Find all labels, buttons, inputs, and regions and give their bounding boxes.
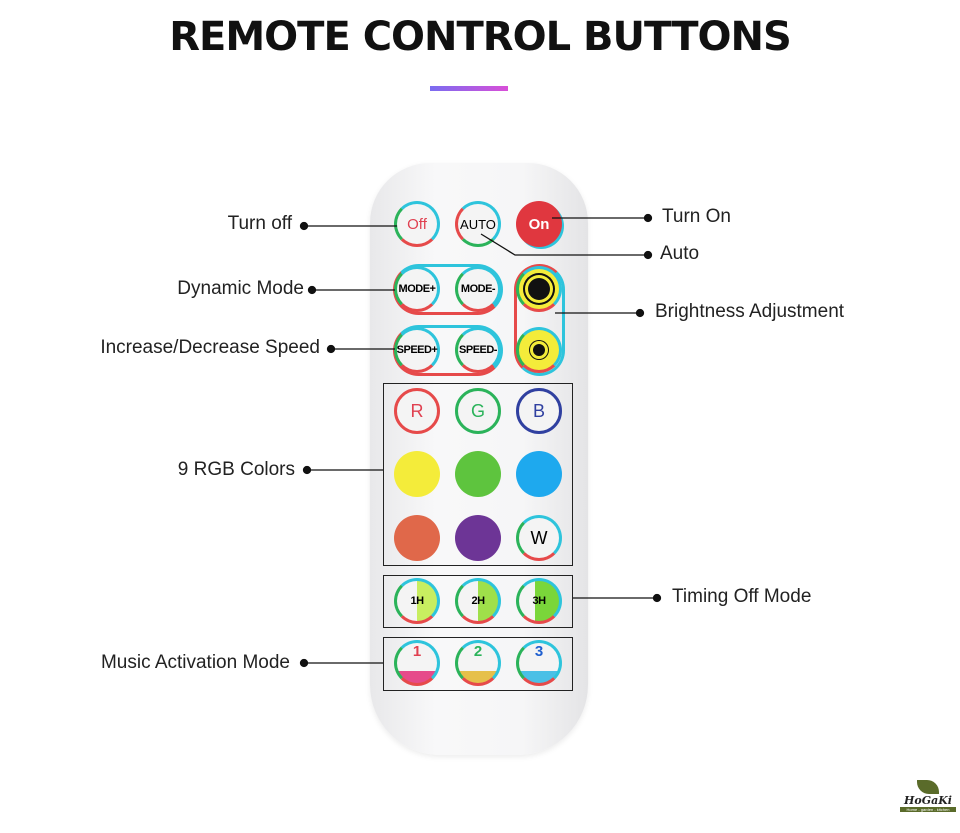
sun-small-icon	[533, 344, 545, 356]
logo-name: HoGaKi	[904, 794, 952, 807]
r-label: R	[410, 400, 424, 421]
mode-minus-button[interactable]: MODE-	[455, 266, 501, 312]
purple-button[interactable]	[455, 515, 501, 561]
auto-label: AUTO	[460, 216, 496, 232]
auto-button[interactable]: AUTO	[455, 201, 501, 247]
label-auto: Auto	[660, 243, 700, 264]
mode-plus-label: MODE+	[398, 283, 436, 295]
label-rgb: 9 RGB Colors	[177, 459, 295, 480]
green-button[interactable]: G	[455, 388, 501, 434]
timing-group-box	[383, 575, 573, 628]
m1-label: 1	[412, 643, 422, 660]
speed-minus-label: SPEED-	[459, 344, 497, 356]
on-button[interactable]: On	[516, 201, 562, 247]
t3-label: 3H	[532, 595, 546, 607]
page-title: REMOTE CONTROL BUTTONS	[169, 14, 792, 60]
orange-button[interactable]	[394, 515, 440, 561]
speed-minus-button[interactable]: SPEED-	[455, 327, 501, 373]
white-button[interactable]: W	[516, 515, 562, 561]
t1-label: 1H	[410, 595, 424, 607]
t2-label: 2H	[471, 595, 485, 607]
m2-label: 2	[473, 643, 483, 660]
timer-2h-button[interactable]: 2H	[455, 578, 501, 624]
sky-blue-button[interactable]	[516, 451, 562, 497]
on-label: On	[528, 215, 550, 233]
blue-button[interactable]: B	[516, 388, 562, 434]
label-turn-off: Turn off	[227, 213, 292, 234]
label-timing: Timing Off Mode	[672, 586, 812, 607]
music-group-box	[383, 637, 573, 691]
line-auto	[480, 233, 648, 256]
title-underline	[430, 86, 508, 91]
g-label: G	[470, 400, 485, 421]
timer-1h-button[interactable]: 1H	[394, 578, 440, 624]
yellow-button[interactable]	[394, 451, 440, 497]
off-label: Off	[407, 215, 427, 233]
speed-plus-label: SPEED+	[396, 344, 438, 356]
m3-label: 3	[534, 643, 544, 660]
brightness-pill	[514, 264, 565, 376]
red-button[interactable]: R	[394, 388, 440, 434]
music-1-button[interactable]: 1	[394, 640, 440, 686]
w-label: W	[530, 527, 548, 548]
mode-plus-button[interactable]: MODE+	[394, 266, 440, 312]
mode-minus-label: MODE-	[460, 283, 496, 295]
speed-plus-button[interactable]: SPEED+	[394, 327, 440, 373]
b-label: B	[532, 400, 545, 421]
music-2-button[interactable]: 2	[455, 640, 501, 686]
house-leaf-icon	[917, 780, 939, 794]
label-brightness: Brightness Adjustment	[655, 301, 845, 322]
music-3-button[interactable]: 3	[516, 640, 562, 686]
rgb-group-box	[383, 383, 573, 566]
logo-tagline: Home - garden - kitchen	[900, 807, 956, 812]
hogaki-logo: HoGaKi Home - garden - kitchen	[900, 780, 956, 812]
lime-green-button[interactable]	[455, 451, 501, 497]
label-turn-on: Turn On	[662, 206, 731, 227]
off-button[interactable]: Off	[394, 201, 440, 247]
timer-3h-button[interactable]: 3H	[516, 578, 562, 624]
brightness-down-button[interactable]	[516, 327, 562, 373]
label-dynamic-mode: Dynamic Mode	[177, 278, 304, 299]
label-speed: Increase/Decrease Speed	[100, 337, 320, 358]
brightness-up-button[interactable]	[516, 266, 562, 312]
sun-large-icon	[528, 278, 550, 300]
label-music: Music Activation Mode	[100, 652, 290, 673]
